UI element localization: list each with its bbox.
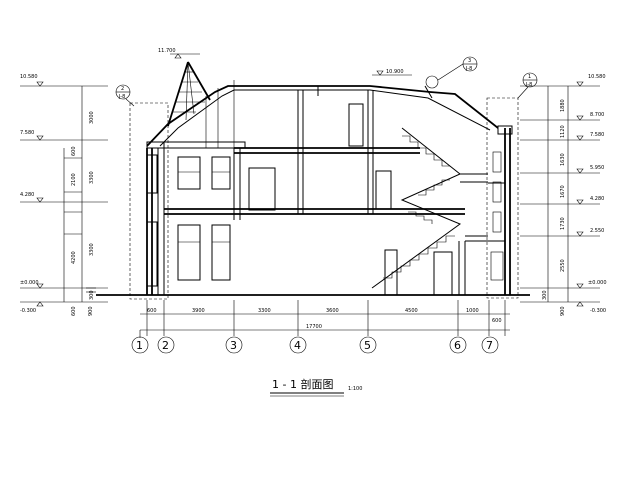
right-small-2: 900 bbox=[560, 306, 566, 316]
dim-total: 17700 bbox=[306, 324, 322, 330]
drawing-title: 1 - 1 剖面图 1:100 bbox=[270, 377, 362, 397]
dim-span-7: 600 bbox=[492, 318, 502, 324]
ground-line bbox=[86, 287, 530, 296]
right-elev-7: ±0.000 bbox=[588, 280, 607, 286]
right-height-3: 1630 bbox=[560, 153, 566, 166]
dim-span-1: 600 bbox=[147, 308, 157, 314]
detail-callout-2: 2 J-8 bbox=[115, 84, 135, 107]
left-small-2: 900 bbox=[88, 306, 94, 316]
left-height-5: 4200 bbox=[71, 251, 77, 264]
building-section bbox=[129, 61, 519, 300]
right-height-2: 1120 bbox=[560, 125, 566, 138]
grid-bubble-3: 3 bbox=[230, 339, 237, 352]
right-elev-5: 4.280 bbox=[590, 196, 604, 202]
title-main: 1 - 1 剖面图 bbox=[272, 377, 333, 391]
left-elev-2: 7.580 bbox=[20, 130, 34, 136]
grid-bubble-1: 1 bbox=[136, 339, 143, 352]
callout-ref-1: J-8 bbox=[525, 82, 532, 88]
right-height-1: 1880 bbox=[560, 99, 566, 112]
left-height-2: 3300 bbox=[89, 171, 95, 184]
right-elev-8: -0.300 bbox=[590, 308, 606, 314]
roof-level-tag: 10.900 bbox=[372, 69, 412, 76]
left-height-4: 600 bbox=[71, 146, 77, 156]
left-elev-5: -0.300 bbox=[20, 308, 36, 314]
right-height-5: 1730 bbox=[560, 217, 566, 230]
spire-tiles bbox=[172, 61, 205, 121]
callout-num-3: 3 bbox=[468, 58, 471, 64]
grid-axes: 1 2 3 4 5 6 7 bbox=[131, 330, 499, 354]
right-elev-2: 8.700 bbox=[590, 112, 604, 118]
grid-bubble-5: 5 bbox=[364, 339, 371, 352]
dim-span-5: 4500 bbox=[405, 308, 418, 314]
right-height-6: 2550 bbox=[560, 259, 566, 272]
left-height-7: 300 bbox=[89, 290, 95, 300]
dim-span-4: 3600 bbox=[326, 308, 339, 314]
detail-callout-3: 3 J-8 bbox=[425, 56, 478, 89]
grid-bubble-6: 6 bbox=[454, 339, 461, 352]
dim-span-3: 3300 bbox=[258, 308, 271, 314]
left-height-1: 3000 bbox=[89, 111, 95, 124]
right-elev-6: 2.550 bbox=[590, 228, 604, 234]
grid-bubble-7: 7 bbox=[486, 339, 493, 352]
ridge-label: 11.700 bbox=[158, 48, 176, 54]
left-elev-4: ±0.000 bbox=[20, 280, 39, 286]
left-elevation-ruler: 10.580 7.580 4.280 ±0.000 -0.300 3000 33… bbox=[20, 74, 108, 316]
title-scale: 1:100 bbox=[348, 386, 362, 392]
right-height-4: 1670 bbox=[560, 185, 566, 198]
left-elev-1: 10.580 bbox=[20, 74, 38, 80]
right-small-1: 300 bbox=[542, 290, 548, 300]
dim-span-6: 1000 bbox=[466, 308, 479, 314]
callout-ref-3: J-8 bbox=[465, 66, 472, 72]
bottom-dimensions: 600 3900 3300 3600 4500 1000 600 17700 bbox=[140, 300, 510, 336]
grid-bubble-2: 2 bbox=[162, 339, 169, 352]
left-small-1: 600 bbox=[71, 306, 77, 316]
right-elev-1: 10.580 bbox=[588, 74, 606, 80]
left-height-3: 2100 bbox=[71, 173, 77, 186]
ridge-level-tag: 11.700 bbox=[158, 48, 200, 59]
dim-span-2: 3900 bbox=[192, 308, 205, 314]
roof-label: 10.900 bbox=[386, 69, 404, 75]
callout-num-1: 1 bbox=[528, 74, 531, 80]
stair bbox=[371, 127, 488, 296]
callout-ref-2: J-8 bbox=[118, 94, 125, 100]
left-height-6: 3300 bbox=[89, 243, 95, 256]
detail-callout-1: 1 J-8 bbox=[517, 72, 538, 99]
right-elev-4: 5.950 bbox=[590, 165, 604, 171]
left-elev-3: 4.280 bbox=[20, 192, 34, 198]
callout-num-2: 2 bbox=[121, 86, 124, 92]
right-elevation-ruler: 10.580 8.700 7.580 5.950 4.280 2.550 ±0.… bbox=[520, 74, 607, 316]
right-elev-3: 7.580 bbox=[590, 132, 604, 138]
grid-bubble-4: 4 bbox=[294, 339, 301, 352]
